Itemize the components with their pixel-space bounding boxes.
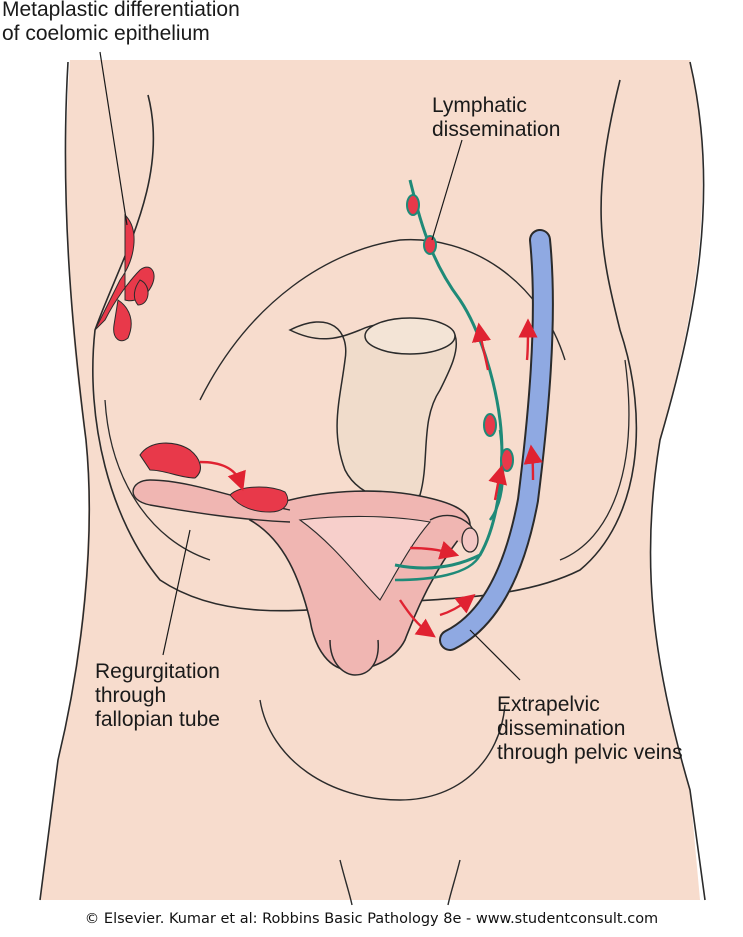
arrow-uterus-down	[399, 599, 436, 638]
copyright-credit: © Elsevier. Kumar et al: Robbins Basic P…	[84, 911, 659, 927]
arrow-lymph-up	[471, 322, 491, 371]
arrow-vein-low	[439, 594, 476, 617]
arrow-lymph-mid	[488, 464, 507, 501]
arrow-tube-to-ovary	[199, 460, 246, 492]
spread-arrows	[199, 318, 543, 638]
arrow-uterus-out	[409, 541, 460, 560]
ovary-lesion	[229, 486, 289, 513]
lymph-node	[500, 448, 514, 472]
right-flank-line	[649, 61, 706, 901]
left-fallopian-tube	[132, 479, 291, 523]
leader-lymphatic	[431, 139, 463, 241]
label-regurgitation: Regurgitation through fallopian tube	[95, 660, 220, 731]
pelvic-vein-fill	[441, 231, 552, 649]
arrow-vein-up-1	[518, 318, 538, 361]
label-metaplastic-differentiation: Metaplastic differentiation of coelomic …	[2, 0, 240, 45]
lymph-node	[423, 235, 437, 255]
cervix	[329, 639, 379, 676]
leader-regurgitation	[162, 529, 191, 656]
right-tube-opening	[461, 527, 479, 553]
peritoneal-lesion-small	[113, 279, 149, 342]
pelvic-basin-inner	[104, 359, 630, 561]
arrow-vein-up-2	[523, 444, 543, 481]
thigh-line-right	[447, 859, 461, 906]
label-extrapelvic-dissemination: Extrapelvic dissemination through pelvic…	[497, 693, 683, 764]
pelvic-brim	[199, 238, 566, 401]
label-lymphatic-dissemination: Lymphatic dissemination	[432, 94, 561, 141]
leader-metaplastic	[99, 51, 128, 226]
leader-extrapelvic	[469, 629, 521, 681]
peritoneal-lesions	[94, 213, 155, 331]
colon-opening	[364, 317, 456, 355]
lower-pelvis-curve	[259, 699, 506, 801]
left-flank-line	[39, 61, 91, 901]
uterine-cavity	[298, 515, 432, 601]
lymphatic-vessel	[394, 179, 504, 570]
left-tube-fimbriae	[139, 442, 201, 479]
lymph-node	[483, 413, 497, 437]
lymph-node	[406, 194, 420, 216]
thigh-line-left	[339, 859, 353, 906]
